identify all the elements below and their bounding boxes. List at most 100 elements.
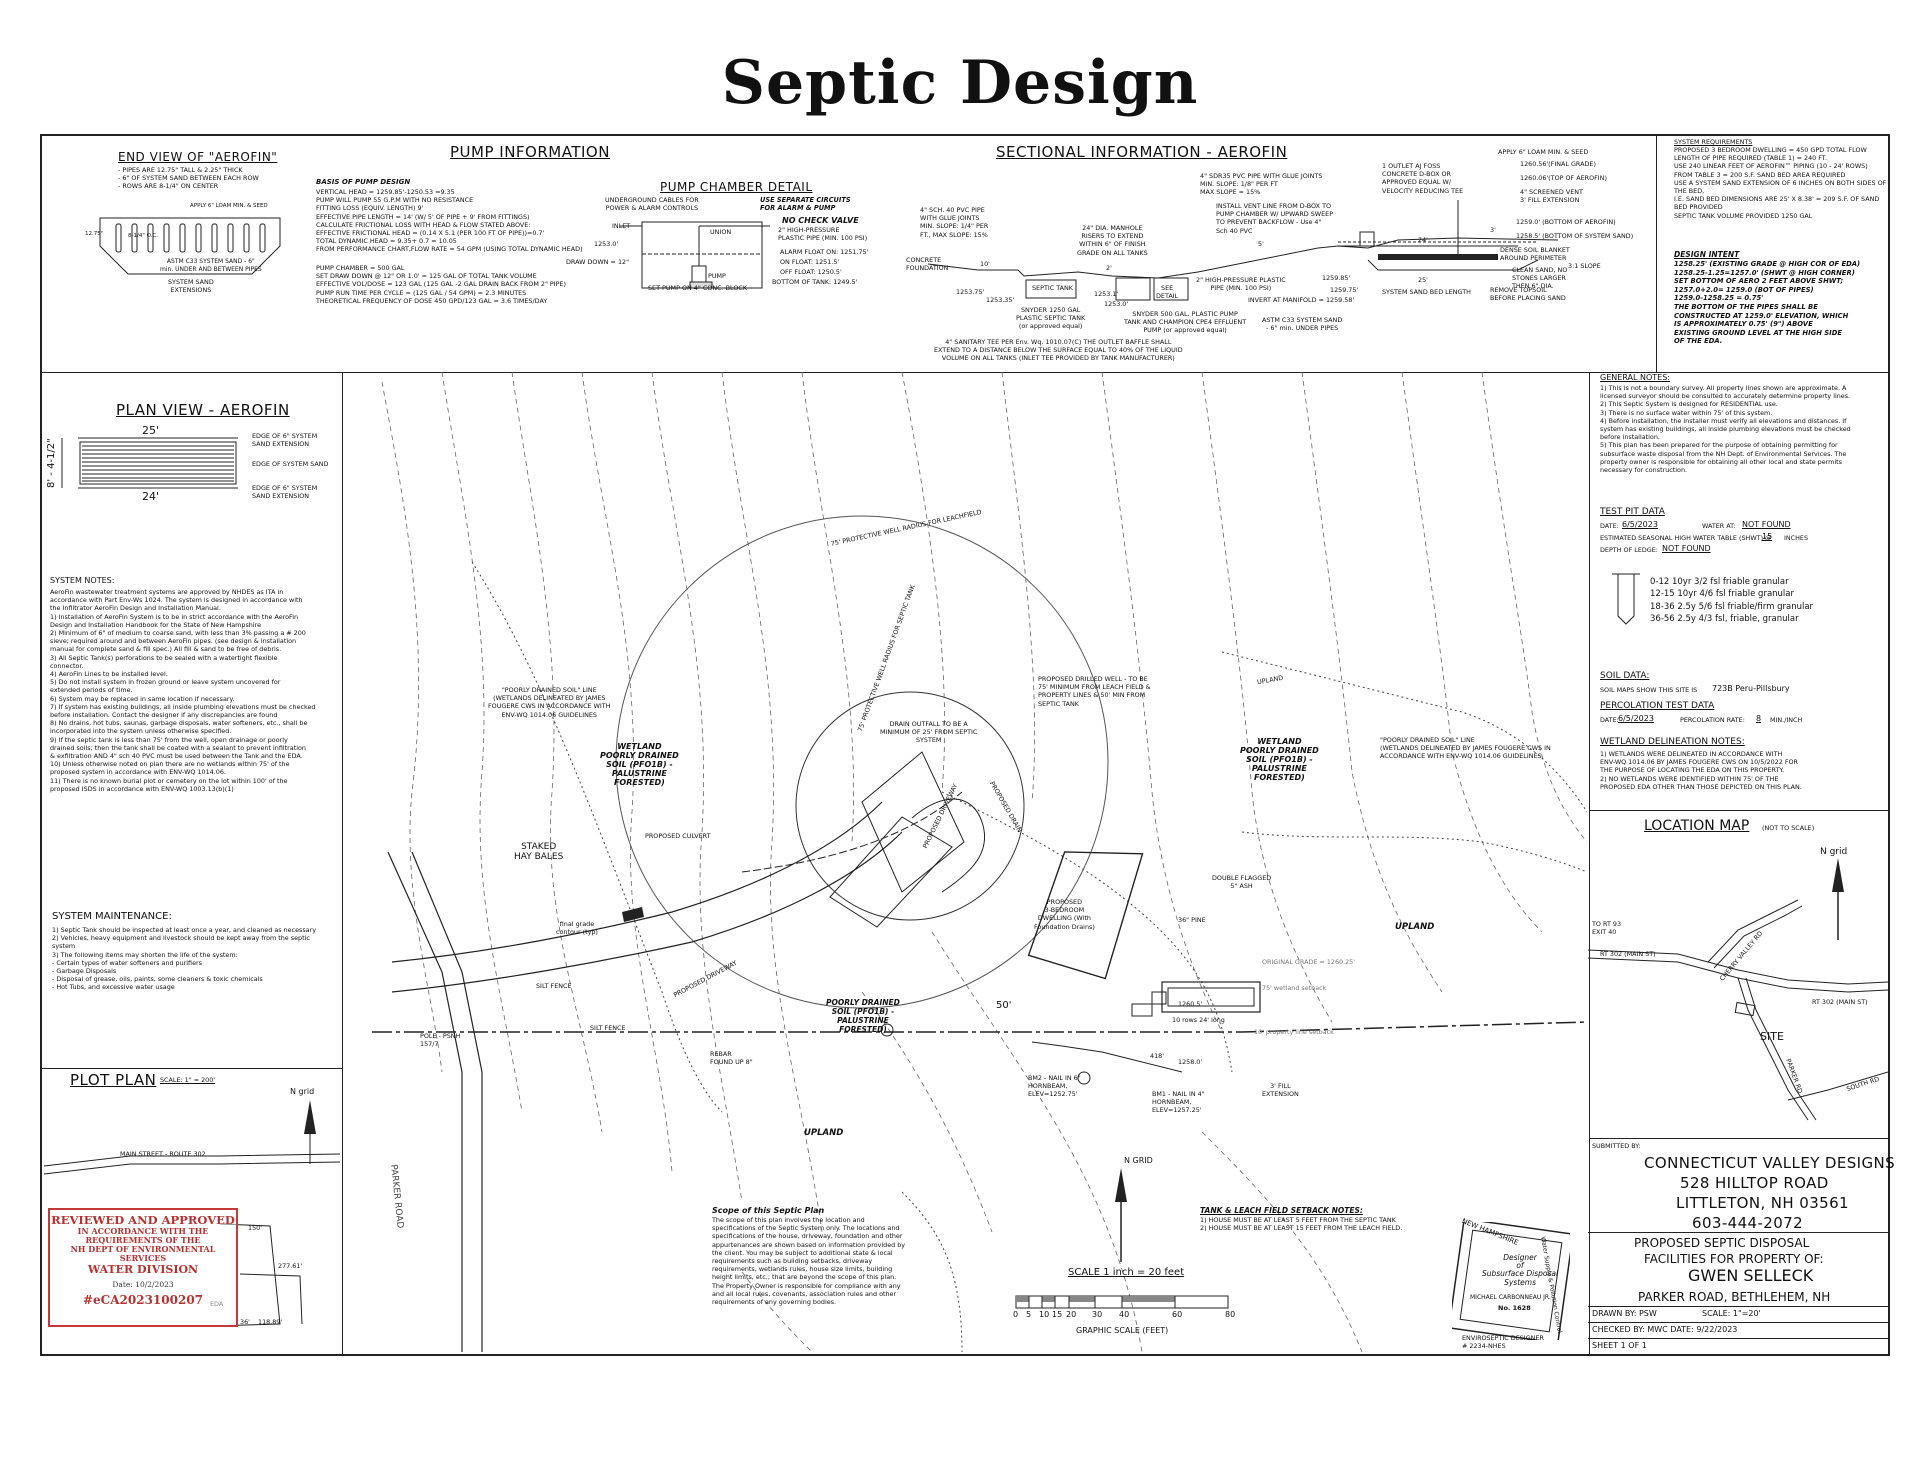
sect-e1: 1253.75': [956, 288, 985, 296]
property-owner: GWEN SELLECK: [1688, 1266, 1814, 1285]
soil-data-heading: SOIL DATA:: [1600, 671, 1650, 681]
sect-topsoil: REMOVE TOPSOIL BEFORE PLACING SAND: [1490, 286, 1566, 303]
pump-info-heading: PUMP INFORMATION: [450, 143, 610, 161]
plan-view-d8: 8' - 4-1/2": [46, 438, 57, 488]
driveway-area: [829, 816, 953, 928]
label-hay-bales: STAKED HAY BALES: [514, 842, 564, 862]
scope-text: The scope of this plan involves the loca…: [712, 1216, 906, 1307]
test-pit-ledge-label: DEPTH OF LEDGE:: [1600, 546, 1658, 554]
sysreq-heading: SYSTEM REQUIREMENTS: [1674, 138, 1753, 146]
maintenance-text: 1) Septic Tank should be inspected at le…: [52, 926, 317, 992]
divider: [1656, 136, 1657, 372]
plot-plan-d150: 150': [248, 1224, 262, 1232]
label-property-line-setback: 10' property line setback: [1254, 1028, 1334, 1036]
location-rt93: TO RT 93 EXIT 40: [1592, 920, 1622, 937]
company-name: CONNECTICUT VALLEY DESIGNS: [1644, 1154, 1896, 1172]
test-pit-shwt: 15: [1762, 532, 1773, 541]
setback-heading: TANK & LEACH FIELD SETBACK NOTES:: [1200, 1206, 1363, 1215]
test-pit-layers: 0-12 10yr 3/2 fsl friable granular 12-15…: [1650, 576, 1813, 626]
label-final-grade: final grade contour (typ): [556, 920, 598, 937]
sect-sand: 1258.5' (BOTTOM OF SYSTEM SAND): [1516, 232, 1634, 240]
scale-tick-label: 15: [1052, 1310, 1063, 1319]
contour-lines: [381, 372, 1587, 1352]
system-notes-heading: SYSTEM NOTES:: [50, 576, 115, 585]
label-e12605: 1260.5': [1178, 1000, 1203, 1008]
sect-outlet: 1 OUTLET AJ FOSS CONCRETE D-BOX OR APPRO…: [1382, 162, 1464, 195]
end-view-ext: SYSTEM SAND EXTENSIONS: [168, 278, 214, 295]
scale-tick-label: 0: [1013, 1310, 1019, 1319]
pump-drawdown: DRAW DOWN = 12": [566, 258, 630, 266]
plan-view-heading: PLAN VIEW - AEROFIN: [116, 401, 290, 419]
label-wetland-2: WETLAND POORLY DRAINED SOIL (PFO1B) - PA…: [1240, 737, 1319, 782]
company-phone: 603-444-2072: [1692, 1214, 1804, 1232]
sect-d5: 5': [1258, 240, 1264, 248]
proposed-driveway-shape: [861, 751, 965, 893]
pump-info-dosing: PUMP CHAMBER = 500 GAL SET DRAW DOWN @ 1…: [316, 264, 567, 305]
label-wetland-setback: 75' wetland setback: [1262, 984, 1327, 992]
scale-label: SCALE 1 inch = 20 feet: [1068, 1267, 1185, 1278]
sect-astm: ASTM C33 SYSTEM SAND - 6" min. UNDER PIP…: [1262, 316, 1343, 333]
sect-tee: 4" SANITARY TEE PER Env. Wq. 1010.07(C) …: [934, 338, 1183, 363]
submitted-label: SUBMITTED BY:: [1592, 1142, 1641, 1150]
seal-designer-label: ENVIROSEPTIC DESIGNER # 2234-NHES: [1462, 1334, 1544, 1351]
scale-tick-label: 5: [1026, 1310, 1032, 1319]
sectional-heading: SECTIONAL INFORMATION - AEROFIN: [996, 143, 1288, 161]
label-fill-extension: 3' FILL EXTENSION: [1262, 1082, 1299, 1099]
plot-plan-d277: 277.61': [278, 1262, 303, 1270]
label-silt-fence-2: SILT FENCE: [590, 1024, 626, 1032]
pump-tank: [1151, 991, 1167, 1005]
label-upland-1: UPLAND: [1395, 922, 1435, 932]
pump-circuits: USE SEPARATE CIRCUITS FOR ALARM & PUMP: [760, 196, 851, 212]
divider: [1588, 1306, 1888, 1307]
scale-tick-label: 30: [1092, 1310, 1103, 1319]
plot-plan-scale: SCALE: 1" = 200': [160, 1076, 216, 1084]
location-map-heading: LOCATION MAP: [1644, 818, 1750, 834]
sect-snyder500: SNYDER 500 GAL. PLASTIC PUMP TANK AND CH…: [1124, 310, 1247, 335]
well-radius-50: [795, 691, 1025, 921]
divider: [342, 372, 343, 1354]
perc-rate: 8: [1756, 714, 1762, 723]
soil-layer: 18-36 2.5y 5/6 fsl friable/firm granular: [1650, 601, 1814, 612]
sect-septic-tank: SEPTIC TANK: [1032, 284, 1073, 292]
sect-vent: INSTALL VENT LINE FROM D-BOX TO PUMP CHA…: [1216, 202, 1334, 235]
perc-date-label: DATE:: [1600, 716, 1619, 724]
proposed-dwelling: [1027, 851, 1144, 980]
location-map-nts: (NOT TO SCALE): [1762, 824, 1815, 832]
parker-road-edge: [411, 851, 483, 1352]
location-map-ngrid: N grid: [1820, 847, 1848, 857]
end-view-heading: END VIEW OF "AEROFIN": [118, 150, 278, 164]
pump-union: UNION: [710, 228, 732, 236]
stamp-division: WATER DIVISION: [87, 1263, 199, 1276]
label-pine: 36" PINE: [1178, 916, 1206, 924]
sect-slope: 3:1 SLOPE: [1568, 262, 1601, 270]
sect-bed: SYSTEM SAND BED LENGTH: [1382, 288, 1471, 296]
site-plan: [372, 372, 1587, 1352]
grade-line: [1031, 1041, 1183, 1073]
checked-by: CHECKED BY: MWC DATE: 9/22/2023: [1592, 1325, 1738, 1334]
sect-bottom: 1259.0' (BOTTOM OF AEROFIN): [1516, 218, 1616, 226]
pump-label: PUMP: [708, 272, 726, 280]
maintenance-heading: SYSTEM MAINTENANCE:: [52, 911, 172, 922]
sect-foundation: CONCRETE FOUNDATION: [906, 256, 949, 273]
driveway-edge: [391, 801, 883, 963]
end-view-notes: - PIPES ARE 12.75" TALL & 2.25" THICK - …: [118, 166, 259, 191]
location-rt302b: RT 302 (MAIN ST): [1812, 998, 1868, 1006]
sect-invert: INVERT AT MANIFOLD = 1259.58': [1248, 296, 1355, 304]
soil-layer: 12-15 10yr 4/6 fsl friable granular: [1650, 589, 1794, 600]
pump-block: SET PUMP ON 4" CONC. BLOCK: [648, 284, 748, 292]
location-rt302a: RT 302 (MAIN ST): [1600, 950, 1656, 958]
drawing-sheet: [40, 134, 1890, 1356]
test-pit-shwt-unit: INCHES: [1784, 534, 1809, 542]
page-title: Septic Design: [721, 48, 1199, 118]
stamp-id: #eCA2023100207: [82, 1293, 204, 1307]
soil-data-value: 723B Peru-Pillsbury: [1712, 684, 1790, 693]
soil-data-label: SOIL MAPS SHOW THIS SITE IS: [1600, 686, 1698, 694]
divider: [1588, 1232, 1888, 1233]
label-well: PROPOSED DRILLED WELL - TO BE 75' MINIMU…: [1038, 675, 1151, 708]
label-rows: 10 rows 24' long: [1172, 1016, 1225, 1024]
sheet-number: SHEET 1 OF 1: [1592, 1341, 1647, 1350]
seal-title: Designer of Subsurface Disposal Systems: [1482, 1253, 1559, 1287]
benchmark-tree-icon: [880, 1023, 894, 1037]
soil-layer: 0-12 10yr 3/2 fsl friable granular: [1650, 577, 1789, 587]
sect-dense: DENSE SOIL BLANKET AROUND PERIMETER: [1500, 246, 1570, 263]
